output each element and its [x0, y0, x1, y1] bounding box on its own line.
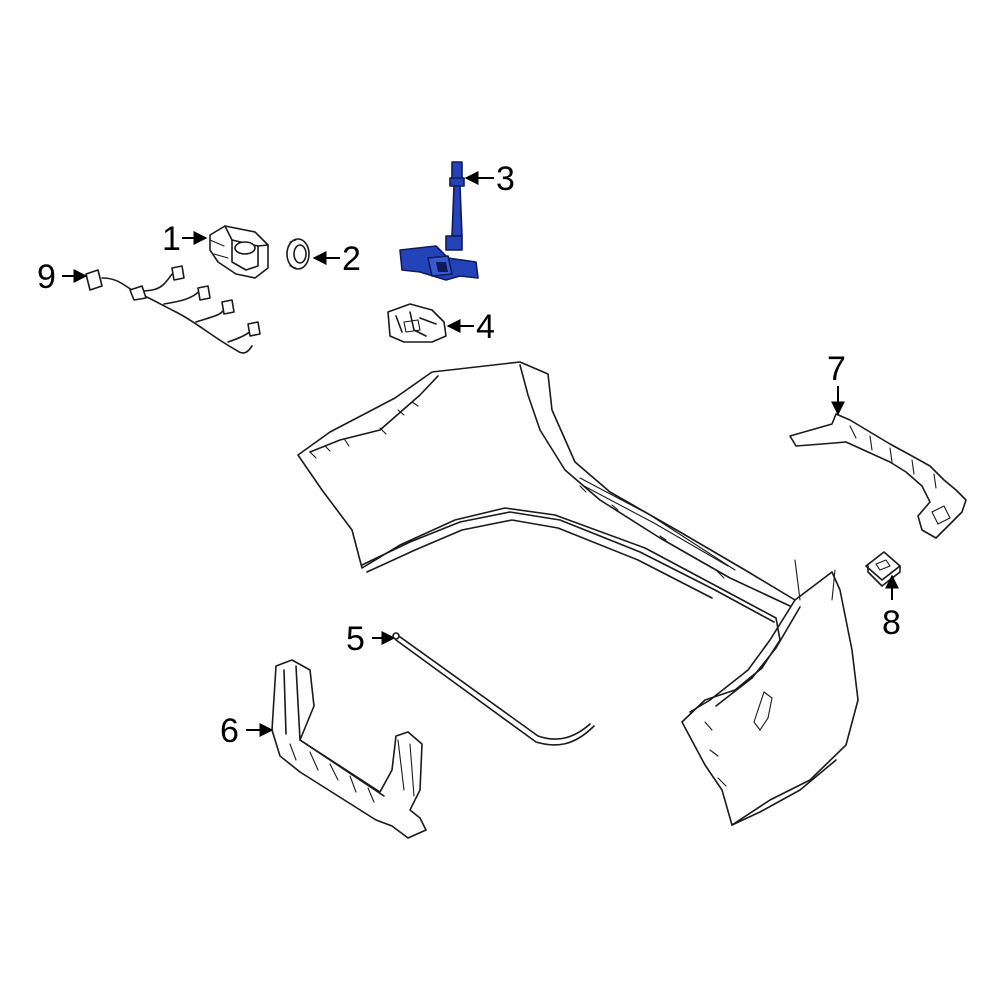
callout-3: 3: [464, 160, 515, 198]
callout-6: 6: [220, 712, 274, 750]
callout-8: 8: [882, 574, 901, 642]
lower-support-bracket[interactable]: [271, 659, 427, 839]
wiring-harness[interactable]: [85, 265, 261, 354]
callout-number: 3: [496, 160, 515, 198]
park-sensor[interactable]: [209, 225, 269, 279]
callout-number: 2: [342, 240, 361, 278]
callout-number: 4: [476, 308, 495, 346]
callout-4: 4: [446, 308, 495, 346]
callout-1: 1: [162, 220, 208, 258]
callout-9: 9: [37, 258, 88, 296]
callout-2: 2: [312, 240, 361, 278]
callout-5: 5: [346, 620, 396, 658]
mounting-bracket[interactable]: [387, 303, 447, 343]
callout-number: 9: [37, 258, 56, 296]
retainer-clip[interactable]: [865, 551, 901, 587]
callout-number: 5: [346, 620, 365, 658]
sensor-retainer-ring[interactable]: [286, 238, 310, 270]
seal-strip[interactable]: [392, 632, 595, 746]
callout-number: 8: [882, 604, 901, 642]
callout-number: 6: [220, 712, 239, 750]
sensor-bracket-highlighted[interactable]: [399, 161, 479, 281]
bumper-cover[interactable]: [297, 361, 859, 826]
callout-7: 7: [827, 350, 846, 416]
bumper-side-bracket[interactable]: [789, 413, 967, 539]
callout-number: 1: [162, 220, 181, 258]
callout-number: 7: [827, 350, 846, 388]
